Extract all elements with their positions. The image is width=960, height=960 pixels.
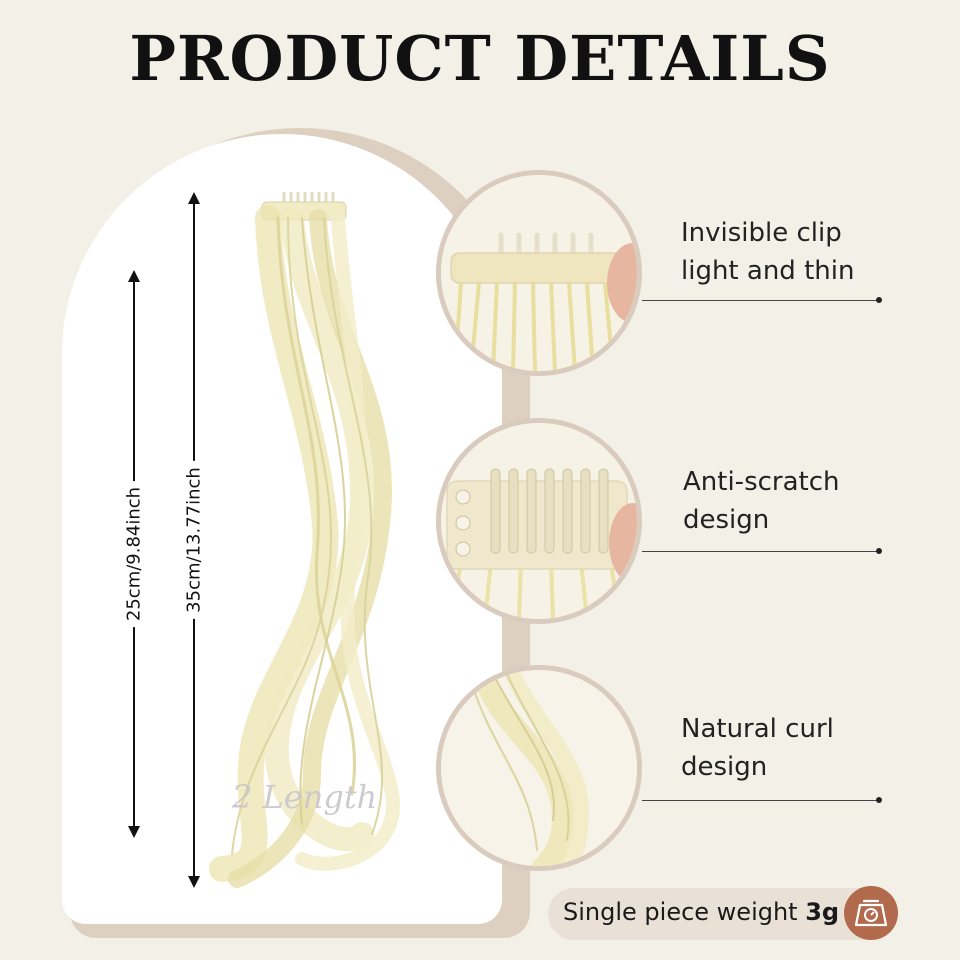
feature-curl-line1: Natural curl bbox=[681, 714, 834, 744]
weight-value: 3g bbox=[805, 898, 840, 926]
feature-clip-line1: Invisible clip bbox=[681, 218, 842, 248]
feature-clip-line2: light and thin bbox=[681, 256, 855, 286]
curl-closeup-image bbox=[436, 665, 642, 871]
weight-text: Single piece weight 3g bbox=[563, 898, 839, 926]
arrow-down-icon bbox=[188, 876, 200, 888]
feature-curl-line2: design bbox=[681, 752, 768, 782]
short-length-measure: 25cm/9.84inch bbox=[116, 270, 152, 838]
feature-comb-divider bbox=[642, 551, 878, 552]
feature-comb-text: Anti-scratch design bbox=[683, 463, 840, 539]
feature-curl-divider bbox=[642, 800, 878, 801]
weight-label: Single piece weight bbox=[563, 898, 798, 926]
feature-curl-dot bbox=[876, 797, 882, 803]
long-length-label: 35cm/13.77inch bbox=[183, 461, 205, 619]
brand-watermark: 2 Length bbox=[232, 778, 378, 816]
product-panel bbox=[62, 134, 502, 924]
feature-comb-dot bbox=[876, 548, 882, 554]
weight-badge bbox=[548, 888, 898, 940]
feature-curl-text: Natural curl design bbox=[681, 710, 834, 786]
arrow-down-icon bbox=[128, 826, 140, 838]
arrow-up-icon bbox=[128, 270, 140, 282]
hair-extension-image bbox=[209, 192, 400, 888]
short-length-label: 25cm/9.84inch bbox=[123, 480, 145, 628]
feature-comb-line1: Anti-scratch bbox=[683, 467, 840, 497]
feature-clip-text: Invisible clip light and thin bbox=[681, 214, 854, 290]
scale-icon bbox=[844, 886, 898, 940]
comb-closeup-image bbox=[436, 418, 642, 624]
page-title: PRODUCT DETAILS bbox=[129, 22, 831, 95]
long-length-measure: 35cm/13.77inch bbox=[176, 192, 212, 888]
feature-clip-dot bbox=[876, 297, 882, 303]
arrow-up-icon bbox=[188, 192, 200, 204]
feature-comb-line2: design bbox=[683, 505, 770, 535]
clip-closeup-image bbox=[436, 170, 642, 376]
feature-clip-divider bbox=[642, 300, 878, 301]
